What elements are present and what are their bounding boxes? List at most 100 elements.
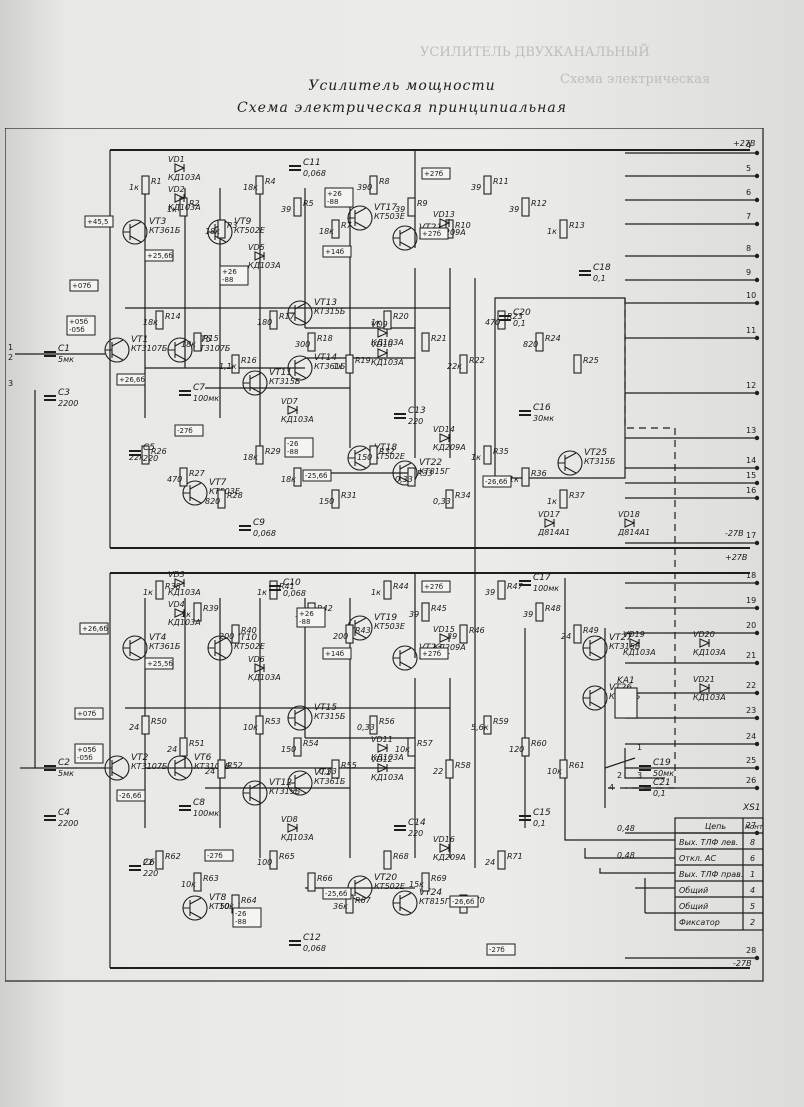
connector-col-pin: Конт	[745, 823, 764, 831]
diode-type: КД103А	[371, 338, 404, 347]
diode-ref: VD15	[433, 625, 455, 634]
diode-ref: VD16	[433, 835, 455, 844]
resistor-r25: R25	[573, 354, 599, 374]
diode-symbol	[699, 638, 711, 648]
resistor-value: 1к	[257, 588, 267, 597]
voltage-box	[116, 789, 146, 802]
transistor-ref: VT27	[609, 633, 632, 643]
voltage-label: -26-88	[232, 907, 262, 928]
resistor-ref: R33	[417, 469, 433, 478]
capacitor-ref: C7	[193, 383, 205, 393]
transistor-ref: VT8	[209, 893, 227, 903]
diode-symbol	[254, 251, 266, 261]
capacitor-plates	[394, 825, 406, 831]
resistor-body	[193, 872, 202, 892]
resistor-ref: R48	[545, 604, 561, 613]
resistor-body	[497, 580, 506, 600]
transistor-ref: VT2	[131, 753, 149, 763]
resistor-body	[521, 467, 530, 487]
capacitor-ref: C9	[253, 518, 265, 528]
voltage-box	[486, 943, 516, 956]
diode-symbol	[174, 608, 186, 618]
transistor-leads	[393, 462, 412, 484]
capacitor-ref: C11	[303, 158, 321, 168]
diode-ref: VD4	[168, 600, 185, 609]
resistor-body	[155, 310, 164, 330]
bleed-through-text-1: УСИЛИТЕЛЬ ДВУХКАНАЛЬНЫЙ	[420, 45, 650, 60]
resistor-ref: R66	[317, 874, 333, 883]
voltage-value: -27б	[489, 946, 505, 954]
resistor-value: 18к	[319, 227, 334, 236]
voltage-box	[322, 245, 352, 258]
resistor-body	[255, 445, 264, 465]
transistor-ref: VT6	[194, 753, 212, 763]
transistor-leads	[288, 357, 307, 379]
resistor-value: 5,6к	[471, 723, 489, 732]
diode-ref: VD9	[371, 320, 388, 329]
resistor-body	[421, 872, 430, 892]
capacitor-ref: C20	[513, 308, 531, 318]
diode-ref: VD14	[433, 425, 455, 434]
resistor-value: 10к	[395, 745, 410, 754]
right-pin-label: 14	[746, 456, 756, 465]
capacitor-plates	[129, 865, 141, 871]
resistor-ref: R7	[341, 221, 353, 230]
capacitor-value: 220	[143, 454, 158, 463]
connector-col-net: Цепь	[705, 822, 726, 831]
resistor-value: 0,33	[357, 723, 375, 732]
resistor-value: 1к	[333, 362, 343, 371]
transistor-leads	[208, 221, 227, 243]
transistor-type: КТ3107Б	[131, 344, 168, 353]
resistor-body	[421, 602, 430, 622]
resistor-ref: R56	[379, 717, 395, 726]
voltage-value: -27б	[207, 852, 223, 860]
connector-pin: 1	[750, 870, 755, 879]
resistor-body	[307, 332, 316, 352]
right-pin-label: 5	[746, 164, 751, 173]
resistor-ref: R68	[393, 852, 409, 861]
capacitor-plates	[289, 165, 301, 171]
resistor-body	[293, 467, 302, 487]
right-pin-label: 17	[746, 531, 756, 540]
connector-table-frame	[674, 817, 764, 931]
voltage-value: +25,5б	[147, 660, 173, 668]
transistor-type: КТ502Е	[374, 882, 406, 891]
resistor-body	[559, 759, 568, 779]
voltage-value: -88	[327, 198, 338, 206]
resistor-body	[407, 737, 416, 757]
supply-label-neg-bottom: -27В	[733, 959, 752, 968]
right-pin-label: 19	[746, 596, 756, 605]
voltage-box	[296, 607, 326, 628]
diode-type: Д814А1	[537, 528, 570, 537]
relay-contact-3: 3	[637, 771, 642, 780]
capacitor-value: 0,068	[303, 944, 326, 953]
diode-type: КД209А	[433, 643, 466, 652]
lower-channel-cross-wiring	[125, 707, 450, 889]
pin-dot	[754, 785, 760, 791]
resistor-ref: R32	[379, 447, 395, 456]
capacitor-ref: C3	[58, 388, 70, 398]
capacitor-value: 5мк	[58, 355, 74, 364]
voltage-box	[69, 279, 99, 292]
transistor-ref: VT14	[314, 353, 337, 363]
right-pin-lines: 4567891011121314151617181920212223242526…	[625, 141, 760, 961]
diode-ref: VD2	[168, 185, 185, 194]
voltage-value: +07б	[77, 710, 96, 718]
voltage-label: +25,5б	[144, 657, 174, 670]
voltage-label: -26,6б	[116, 789, 146, 802]
